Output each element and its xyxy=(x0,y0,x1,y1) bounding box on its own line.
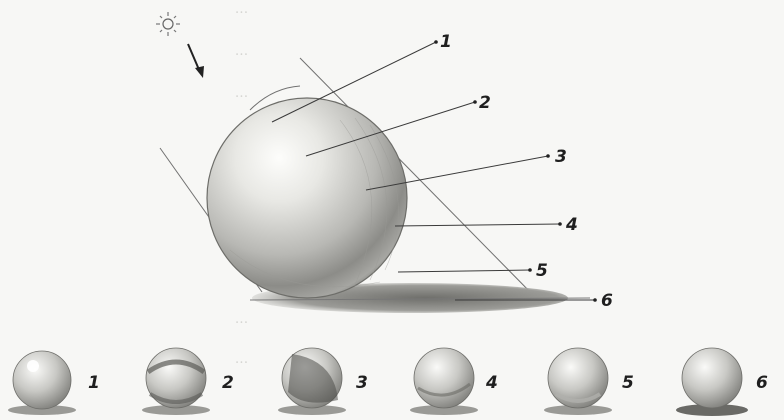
thumbnail-sphere xyxy=(676,348,748,416)
sun-icon xyxy=(156,12,180,36)
callout-label: 6 xyxy=(601,291,613,311)
callout-label: 2 xyxy=(479,93,491,113)
callout-dots xyxy=(434,40,597,302)
thumbnail-label: 1 xyxy=(88,373,100,393)
callout-label: 3 xyxy=(555,147,567,167)
thumbnail-label: 5 xyxy=(622,373,634,393)
sphere xyxy=(207,98,407,298)
thumbnail-sphere xyxy=(8,351,76,415)
callout-label: 5 xyxy=(536,261,548,281)
callout-label: 4 xyxy=(565,215,578,235)
thumbnail-sphere xyxy=(142,348,210,415)
thumbnail-sphere xyxy=(410,348,478,415)
thumbnail-sphere xyxy=(278,348,346,415)
thumbnail-sphere xyxy=(544,348,612,415)
thumbnail-label: 4 xyxy=(485,373,498,393)
light-direction-arrow-icon xyxy=(188,44,204,78)
thumbnail-row: 1 2 3 4 5 6 xyxy=(8,348,768,416)
thumbnail-label: 6 xyxy=(756,373,768,393)
callout-label: 1 xyxy=(440,32,452,52)
thumbnail-label: 3 xyxy=(356,373,368,393)
thumbnail-label: 2 xyxy=(222,373,234,393)
